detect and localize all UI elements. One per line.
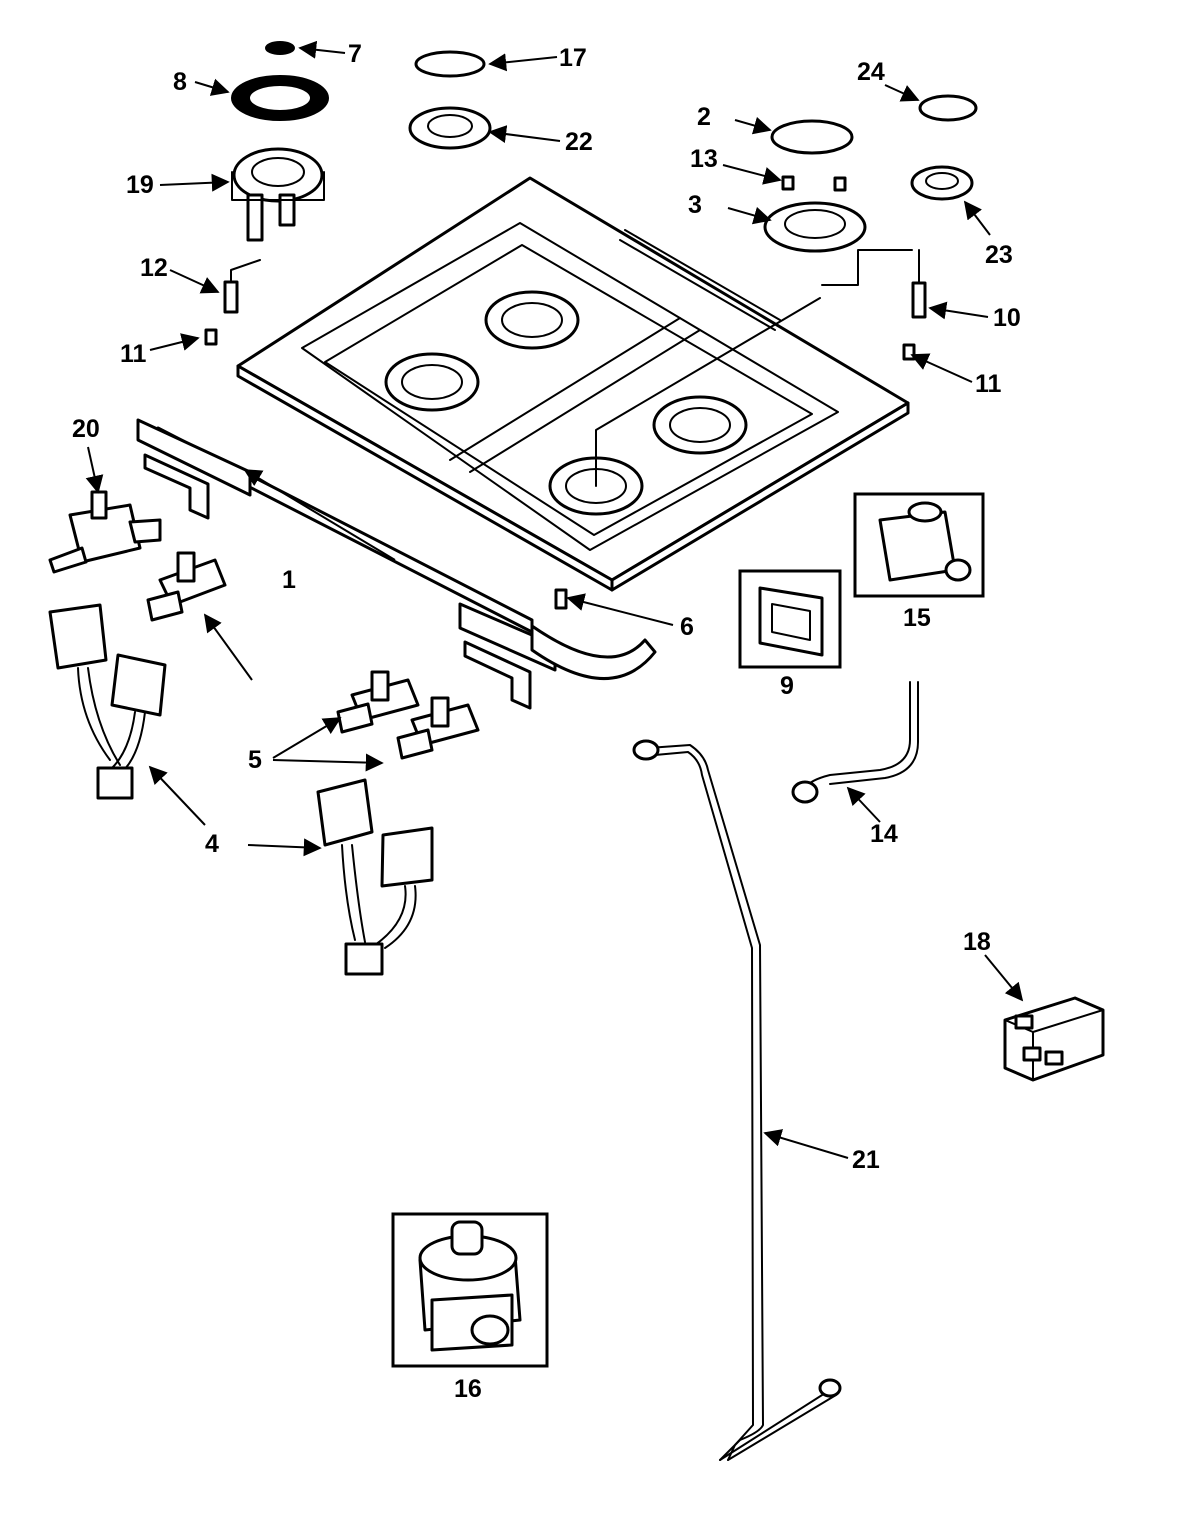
gas-tube-21 bbox=[632, 739, 842, 1461]
part-15-valve bbox=[878, 501, 972, 582]
callout-11b: 11 bbox=[975, 370, 1002, 398]
callout-23: 23 bbox=[985, 241, 1013, 269]
callout-22: 22 bbox=[565, 128, 593, 156]
callout-5: 5 bbox=[248, 746, 262, 774]
part-16-pressure-regulator bbox=[418, 1220, 522, 1352]
part-18-spark-module bbox=[1003, 996, 1105, 1082]
callout-9: 9 bbox=[780, 672, 794, 700]
gas-tube-14 bbox=[791, 681, 919, 804]
part-16-frame bbox=[391, 1212, 549, 1368]
callout-15: 15 bbox=[903, 604, 931, 632]
callout-17: 17 bbox=[559, 44, 587, 72]
burner-parts-right bbox=[902, 94, 978, 361]
callout-20: 20 bbox=[72, 415, 100, 443]
callout-14: 14 bbox=[870, 820, 898, 848]
part-9-frame bbox=[738, 569, 842, 669]
burner-valves bbox=[48, 490, 480, 760]
callout-10: 10 bbox=[993, 304, 1021, 332]
callout-2: 2 bbox=[697, 103, 711, 131]
callout-4: 4 bbox=[205, 830, 219, 858]
callout-labels: 1 2 3 4 5 6 7 8 9 10 11 11 12 13 14 15 1… bbox=[72, 40, 1021, 1403]
callout-7: 7 bbox=[348, 40, 362, 68]
ignition-switch-harnesses bbox=[48, 603, 434, 976]
callout-21: 21 bbox=[852, 1146, 880, 1174]
burner-parts-center bbox=[408, 50, 867, 253]
callout-16: 16 bbox=[454, 1375, 482, 1403]
callout-leader-lines bbox=[85, 40, 1024, 1159]
callout-3: 3 bbox=[688, 191, 702, 219]
callout-6: 6 bbox=[680, 613, 694, 641]
cooktop-main-top bbox=[236, 176, 913, 592]
callout-19: 19 bbox=[126, 171, 154, 199]
callout-11a: 11 bbox=[120, 340, 147, 368]
callout-24: 24 bbox=[857, 58, 885, 86]
callout-1: 1 bbox=[282, 566, 296, 594]
part-15-frame bbox=[853, 492, 985, 598]
callout-12: 12 bbox=[140, 254, 168, 282]
callout-13: 13 bbox=[690, 145, 718, 173]
callout-8: 8 bbox=[173, 68, 187, 96]
part-9-bracket bbox=[758, 586, 824, 657]
burner-parts-left bbox=[204, 41, 329, 346]
callout-18: 18 bbox=[963, 928, 991, 956]
